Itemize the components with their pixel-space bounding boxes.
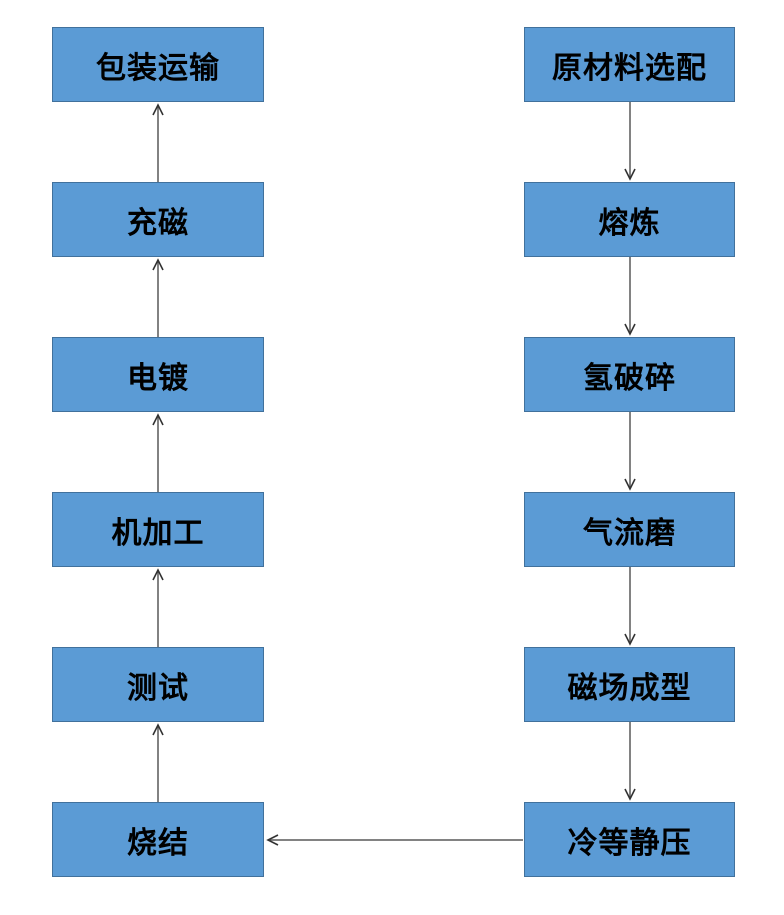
flow-node-hydrogen-decrepitation: 氢破碎	[524, 337, 735, 412]
flow-node-sintering: 烧结	[52, 802, 264, 877]
flow-node-jet-milling: 气流磨	[524, 492, 735, 567]
flow-node-electroplating: 电镀	[52, 337, 264, 412]
flow-node-cold-isostatic-pressing: 冷等静压	[524, 802, 735, 877]
flow-node-magnetic-field-pressing: 磁场成型	[524, 647, 735, 722]
flow-node-testing: 测试	[52, 647, 264, 722]
flow-node-magnetizing: 充磁	[52, 182, 264, 257]
flow-node-machining: 机加工	[52, 492, 264, 567]
flow-node-packaging-transport: 包装运输	[52, 27, 264, 102]
flow-node-melting: 熔炼	[524, 182, 735, 257]
flow-node-raw-material-selection: 原材料选配	[524, 27, 735, 102]
